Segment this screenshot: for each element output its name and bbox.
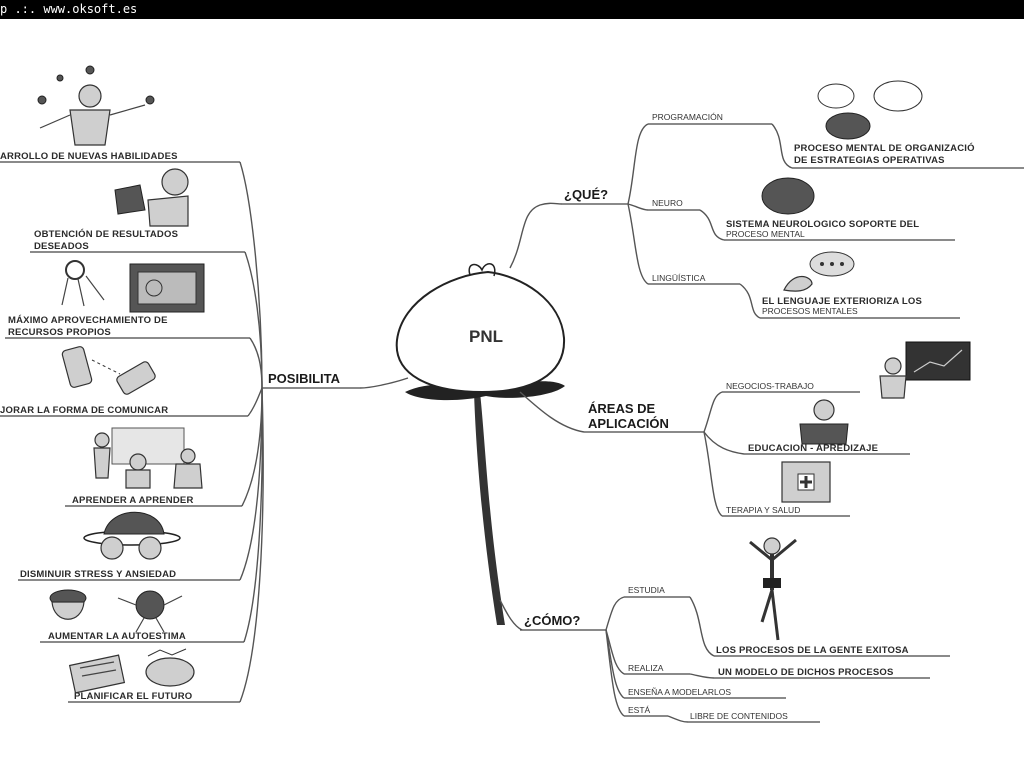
item-obtencion-resultados-1: OBTENCIÓN DE RESULTADOS [34, 228, 178, 240]
stressed-person-illustration [83, 511, 181, 560]
estudia-desc-connector [689, 596, 715, 657]
linguistica-desc-connector [739, 283, 761, 319]
branch-areas: ÁREAS DE APLICACIÓN NEGOCIOS-TRABAJO EDU… [519, 341, 971, 517]
person-cards-illustration [114, 168, 189, 227]
item-autoestima: AUMENTAR LA AUTOESTIMA [48, 631, 186, 642]
neuro-desc-1: SISTEMA NEUROLOGICO SOPORTE DEL [726, 219, 919, 230]
estudia-label: ESTUDIA [628, 585, 665, 595]
esta-desc: LIBRE DE CONTENIDOS [690, 711, 788, 721]
programacion-desc-1: PROCESO MENTAL DE ORGANIZACIÓ [794, 142, 975, 154]
programacion-desc-connector [771, 123, 793, 169]
item-maximo-aprovechamiento-2: RECURSOS PROPIOS [8, 327, 111, 338]
bag-shape [395, 270, 566, 394]
estudia-desc: LOS PROCESOS DE LA GENTE EXITOSA [716, 645, 909, 656]
que-fan-programacion [627, 123, 649, 205]
presenter-chart-illustration [879, 341, 971, 399]
fan-line-4 [247, 387, 263, 417]
linguistica-desc-1: EL LENGUAJE EXTERIORIZA LOS [762, 296, 922, 307]
terapia-label: TERAPIA Y SALUD [726, 505, 800, 515]
student-book-illustration [799, 399, 849, 445]
posibilita-title: POSIBILITA [268, 371, 341, 386]
branch-posibilita: POSIBILITA ARROLLO DE NUEVAS HABILIDADES… [0, 65, 409, 703]
item-stress: DISMINUIR STRESS Y ANSIEDAD [20, 569, 176, 580]
fan-line-8 [239, 387, 264, 703]
esta-desc-connector [667, 715, 689, 723]
neuro-desc-2: PROCESO MENTAL [726, 229, 805, 239]
runner-illustration [749, 537, 797, 641]
classroom-illustration [93, 427, 203, 489]
areas-title-2: APLICACIÓN [588, 416, 669, 431]
fan-line-3 [249, 337, 263, 389]
calendar-clock-illustration [68, 648, 195, 694]
branch-como: ¿CÓMO? ESTUDIA LOS PROCESOS DE LA GENTE … [499, 537, 950, 723]
realiza-desc-connector [689, 673, 715, 679]
item-obtencion-resultados-2: DESEADOS [34, 241, 89, 252]
bag-knot [468, 263, 496, 277]
como-fan-esta [605, 629, 625, 717]
neuro-desc-connector [699, 209, 725, 241]
posibilita-connector [359, 377, 409, 389]
fan-line-2 [244, 251, 263, 389]
juggler-illustration [37, 65, 155, 146]
center-node: PNL [395, 263, 566, 625]
brain-thought-illustration [817, 80, 923, 140]
browser-title-bar: p .:. www.oksoft.es [0, 0, 1024, 19]
realiza-label: REALIZA [628, 663, 664, 673]
speech-illustration [783, 251, 855, 292]
linguistica-desc-2: PROCESOS MENTALES [762, 306, 858, 316]
areas-fan-educacion [703, 431, 745, 455]
que-fan-linguistica [627, 203, 649, 285]
como-title: ¿CÓMO? [524, 613, 580, 628]
areas-title-1: ÁREAS DE [588, 401, 656, 416]
ensena-label: ENSEÑA A MODELARLOS [628, 687, 731, 697]
fan-line-7 [243, 387, 264, 643]
keys-safe-illustration [61, 260, 205, 313]
item-maximo-aprovechamiento-1: MÁXIMO APROVECHAMIENTO DE [8, 315, 168, 326]
que-connector [509, 202, 563, 269]
branch-que: ¿QUÉ? PROGRAMACIÓN PROCESO MENTAL DE ORG… [509, 80, 1024, 319]
realiza-desc: UN MODELO DE DICHOS PROCESOS [718, 667, 894, 678]
phones-illustration [61, 346, 156, 395]
neuro-label: NEURO [652, 198, 683, 208]
areas-fan-terapia [703, 431, 723, 517]
programacion-desc-2: DE ESTRATEGIAS OPERATIVAS [794, 155, 945, 166]
item-aprender: APRENDER A APRENDER [72, 495, 194, 506]
item-comunicar: JORAR LA FORMA DE COMUNICAR [0, 405, 168, 416]
esta-label: ESTÁ [628, 705, 651, 715]
areas-fan-negocios [703, 391, 723, 433]
brain-illustration [761, 177, 815, 215]
center-label: PNL [469, 327, 503, 346]
negocios-label: NEGOCIOS-TRABAJO [726, 381, 814, 391]
center-stem [474, 392, 505, 625]
site-title: p .:. www.oksoft.es [0, 2, 138, 16]
first-aid-illustration [781, 461, 831, 503]
characters-illustration [49, 589, 183, 633]
item-nuevas-habilidades: ARROLLO DE NUEVAS HABILIDADES [0, 151, 178, 162]
como-connector [499, 599, 523, 631]
item-futuro: PLANIFICAR EL FUTURO [74, 691, 192, 702]
como-fan-estudia [605, 596, 625, 631]
que-fan-neuro [627, 203, 649, 211]
educacion-label: EDUCACION - APREDIZAJE [748, 443, 878, 454]
linguistica-label: LINGÜÍSTICA [652, 273, 706, 283]
que-title: ¿QUÉ? [564, 187, 608, 202]
programacion-label: PROGRAMACIÓN [652, 112, 723, 122]
areas-connector [519, 391, 585, 433]
